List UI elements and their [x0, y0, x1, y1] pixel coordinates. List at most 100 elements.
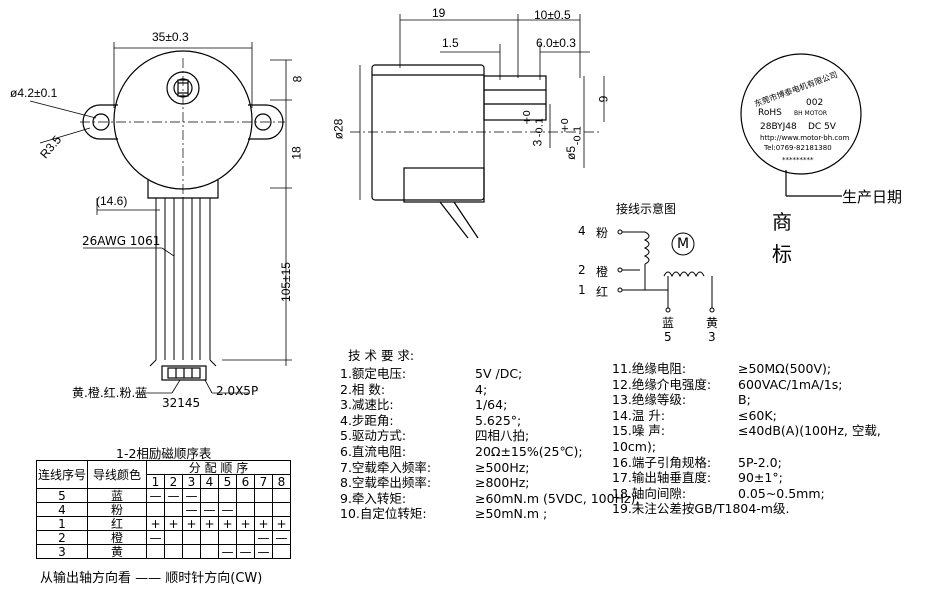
step-cell: +: [272, 516, 291, 531]
wiring-bottom-num: 3: [708, 330, 716, 344]
step-cell: —: [164, 488, 183, 503]
step-cell: —: [272, 530, 291, 545]
wiring-pin-color: 橙: [596, 265, 609, 279]
spec-label: 5.驱动方式:: [340, 428, 407, 444]
dim-6: 6.0±0.3: [536, 36, 576, 50]
pin-order: 32145: [162, 396, 201, 410]
spec-value: ≥60mN.m (5VDC, 100Hz);: [475, 490, 640, 506]
step-header: 6: [236, 474, 255, 489]
step-cell: [272, 544, 291, 559]
badge-date-mark: *********: [782, 156, 814, 164]
spec-label: 18.轴向间隙:: [612, 485, 687, 501]
step-cell: —: [236, 544, 255, 559]
dim-5: ø5: [564, 145, 579, 161]
step-header: 8: [272, 474, 291, 489]
dim-10: 10±0.5: [534, 8, 571, 22]
spec-value: ≤60K;: [738, 407, 777, 423]
dim-3-tol-minus: -0.1: [534, 117, 546, 138]
dim-5-tol-minus: -0.1: [572, 125, 584, 146]
badge-callout: 生产日期: [842, 188, 903, 206]
badge-url: http://www.motor-bh.com: [760, 134, 850, 142]
spec-value: [738, 501, 881, 517]
spec-value: 0.05~0.5mm;: [738, 485, 825, 501]
step-cell: [254, 488, 273, 503]
wiring-bottom-color: 黄: [706, 316, 719, 330]
step-header: 3: [182, 474, 201, 489]
spec-label: 6.直流电阻:: [340, 443, 407, 459]
wiring-pin-num: 2: [578, 263, 586, 277]
spec-label: 15.噪 声:: [612, 423, 666, 439]
wire-colors: 黄.橙.红.粉.蓝: [72, 386, 148, 400]
step-header: 1: [146, 474, 165, 489]
dim-top: 8: [290, 75, 305, 83]
spec-value: ≤40dB(A)(100Hz, 空载,: [738, 423, 881, 439]
step-cell: [200, 488, 219, 503]
badge-model: 28BYJ48: [760, 122, 797, 132]
step-cell: [164, 544, 183, 559]
step-cell: +: [164, 516, 183, 531]
row-pin: 1: [36, 516, 88, 531]
step-cell: [200, 544, 219, 559]
spec-value: 20Ω±15%(25℃);: [475, 443, 583, 459]
dim-9: 9: [596, 95, 611, 103]
spec-label: 12.绝缘介电强度:: [612, 376, 712, 392]
spec-label: 10.自定位转矩:: [340, 506, 427, 522]
spec-value: [738, 439, 881, 455]
spec-value: ≥800Hz;: [475, 475, 530, 491]
trademark-1: 商: [772, 210, 792, 234]
step-cell: —: [182, 502, 201, 517]
step-cell: [182, 530, 201, 545]
step-cell: [236, 530, 255, 545]
badge-rohs: RoHS: [758, 108, 782, 118]
spec-label: 8.空载牵出频率:: [340, 475, 432, 491]
row-pin: 5: [36, 488, 88, 503]
step-cell: +: [200, 516, 219, 531]
dim-width: 35±0.3: [152, 30, 189, 44]
spec-label: 13.绝缘等级:: [612, 392, 687, 408]
step-cell: [218, 530, 237, 545]
spec-label: 7.空载牵入频率:: [340, 459, 432, 475]
step-cell: [236, 488, 255, 503]
step-cell: +: [182, 516, 201, 531]
step-cell: —: [146, 488, 165, 503]
spec-value: 5.625°;: [475, 412, 522, 428]
connector: [161, 365, 207, 381]
spec-label: 4.步距角:: [340, 412, 394, 428]
step-cell: —: [200, 502, 219, 517]
spec-value: B;: [738, 392, 751, 408]
specs-right-labels: 11.绝缘电阻:12.绝缘介电强度:13.绝缘等级:14.温 升:15.噪 声:…: [612, 361, 789, 517]
front-view-motor: [80, 50, 285, 200]
wiring-pin-color: 粉: [596, 226, 609, 240]
dim-1-5: 1.5: [442, 36, 459, 50]
dim-lead-length: 105±15: [278, 262, 293, 302]
spec-label: 3.减速比:: [340, 397, 394, 413]
col-pin-header: 连线序号: [36, 460, 88, 489]
row-pin: 2: [36, 530, 88, 545]
label-badge: [740, 53, 862, 197]
wiring-diagram: [617, 229, 715, 313]
spec-label: 2.相 数:: [340, 381, 386, 397]
dim-lead-offset: (14.6): [96, 194, 128, 208]
row-pin: 4: [36, 502, 88, 517]
step-cell: [164, 530, 183, 545]
specs-right-values: ≥50MΩ(500V);600VAC/1mA/1s;B;≤60K;≤40dB(A…: [738, 361, 881, 517]
step-cell: [236, 502, 255, 517]
specs-left-labels: 1.额定电压:2.相 数:3.减速比:4.步距角:5.驱动方式:6.直流电阻:7…: [340, 366, 431, 522]
step-cell: [272, 488, 291, 503]
wiring-pin-num: 4: [578, 224, 586, 238]
step-cell: [146, 544, 165, 559]
step-cell: —: [146, 530, 165, 545]
wire-bundle: [149, 198, 217, 367]
wiring-pin-color: 红: [596, 285, 609, 299]
step-cell: —: [254, 530, 273, 545]
spec-value: ≥50MΩ(500V);: [738, 361, 832, 376]
step-cell: —: [254, 544, 273, 559]
step-cell: —: [182, 488, 201, 503]
side-dimension-lines: [359, 14, 605, 200]
